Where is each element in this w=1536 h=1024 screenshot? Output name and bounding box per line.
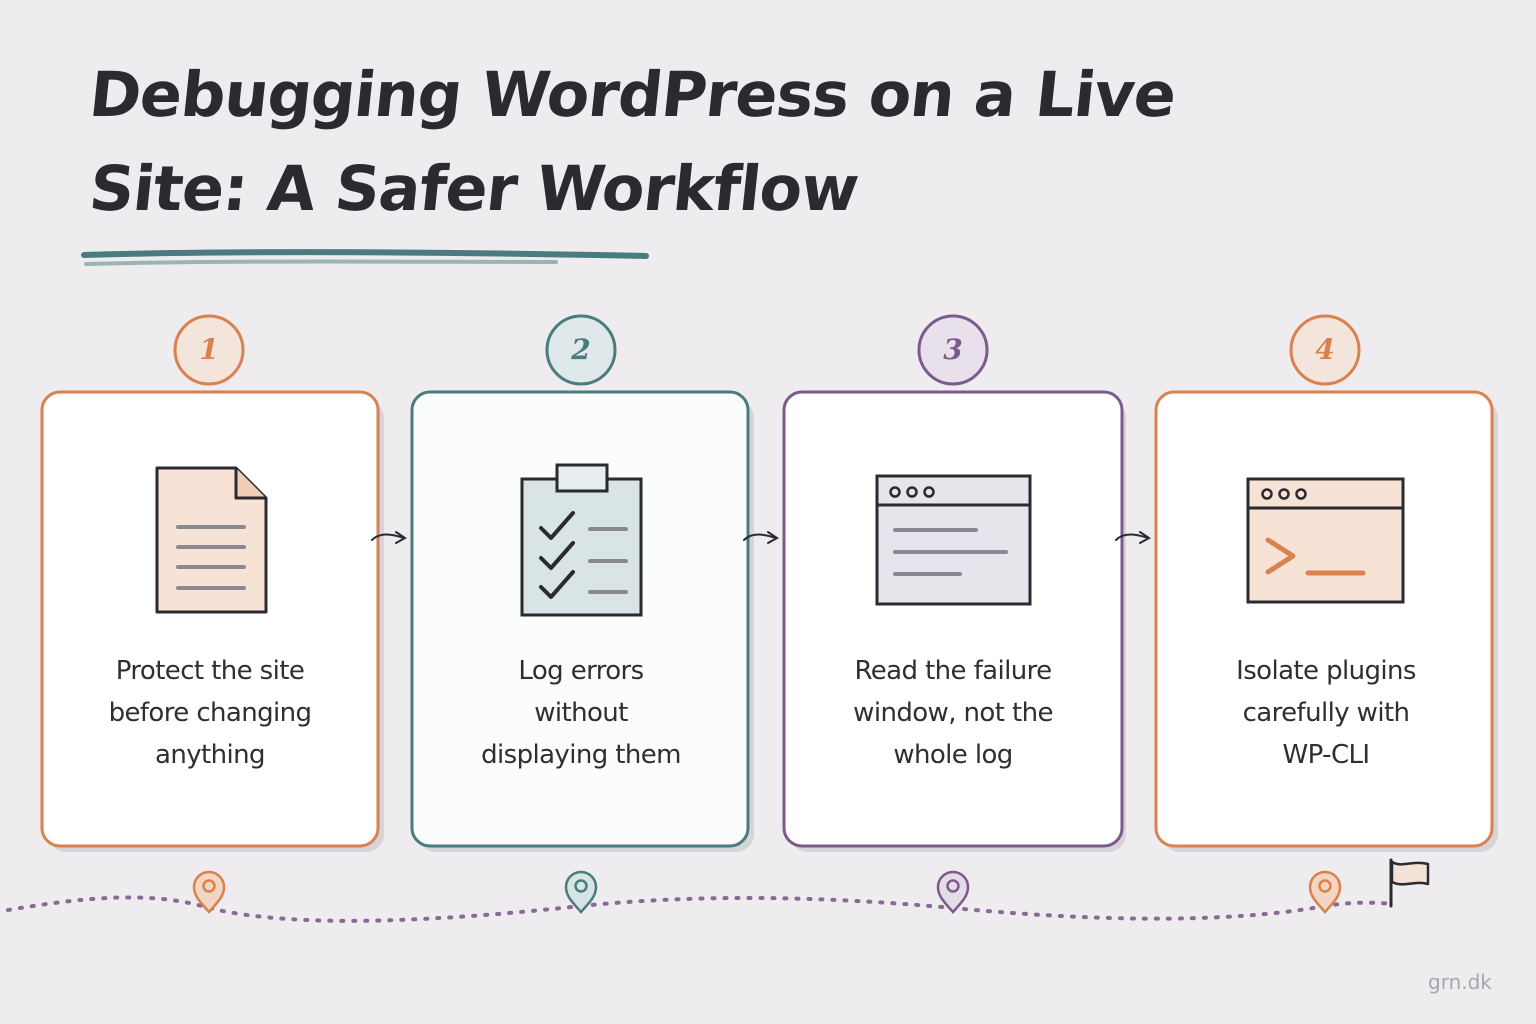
watermark: grn.dk [1428, 970, 1492, 994]
step-card-4 [1154, 314, 1498, 852]
step-1-label: Protect the site before changing anythin… [80, 650, 340, 776]
map-pin-icon-1 [192, 870, 226, 914]
step-2-label-line-1: Log errors [518, 656, 644, 686]
step-2-label-line-3: displaying them [481, 740, 681, 770]
clipboard-checklist-icon [520, 463, 643, 617]
step-card-3 [782, 314, 1126, 852]
arrow-1-2 [371, 531, 407, 544]
terminal-icon [1246, 477, 1405, 604]
arrow-3-4 [1115, 531, 1151, 544]
step-3-number: 3 [943, 333, 963, 366]
step-4-label-line-2: carefully with [1242, 698, 1410, 728]
browser-window-icon [875, 474, 1032, 606]
step-2-badge [545, 314, 617, 386]
step-4-label-line-3: WP-CLI [1282, 740, 1371, 770]
step-card-2 [410, 314, 754, 852]
step-2-number: 2 [571, 333, 591, 366]
step-1-label-line-1: Protect the site [115, 656, 305, 686]
step-4-number: 4 [1315, 333, 1335, 366]
map-pin-icon-2 [564, 870, 598, 914]
map-pin-icon-3 [936, 870, 970, 914]
arrow-2-3 [743, 531, 779, 544]
step-4-label: Isolate plugins carefully with WP-CLI [1196, 650, 1456, 776]
step-3-label: Read the failure window, not the whole l… [823, 650, 1083, 776]
step-1-label-line-3: anything [155, 740, 265, 770]
step-4-badge [1289, 314, 1361, 386]
step-1-badge [173, 314, 245, 386]
journey-path [6, 895, 1394, 923]
map-pin-icon-4 [1308, 870, 1342, 914]
step-3-label-line-2: window, not the [853, 698, 1053, 728]
step-card-1 [40, 314, 384, 852]
step-2-label-line-2: without [534, 698, 628, 728]
step-3-label-line-1: Read the failure [854, 656, 1052, 686]
step-1-number: 1 [199, 333, 219, 366]
step-3-badge [917, 314, 989, 386]
step-4-label-line-1: Isolate plugins [1236, 656, 1416, 686]
step-1-label-line-2: before changing [108, 698, 312, 728]
step-3-label-line-3: whole log [893, 740, 1013, 770]
step-2-label: Log errors without displaying them [451, 650, 711, 776]
finish-flag-icon [1389, 858, 1430, 908]
title-underline [81, 249, 649, 266]
document-icon [155, 466, 268, 614]
